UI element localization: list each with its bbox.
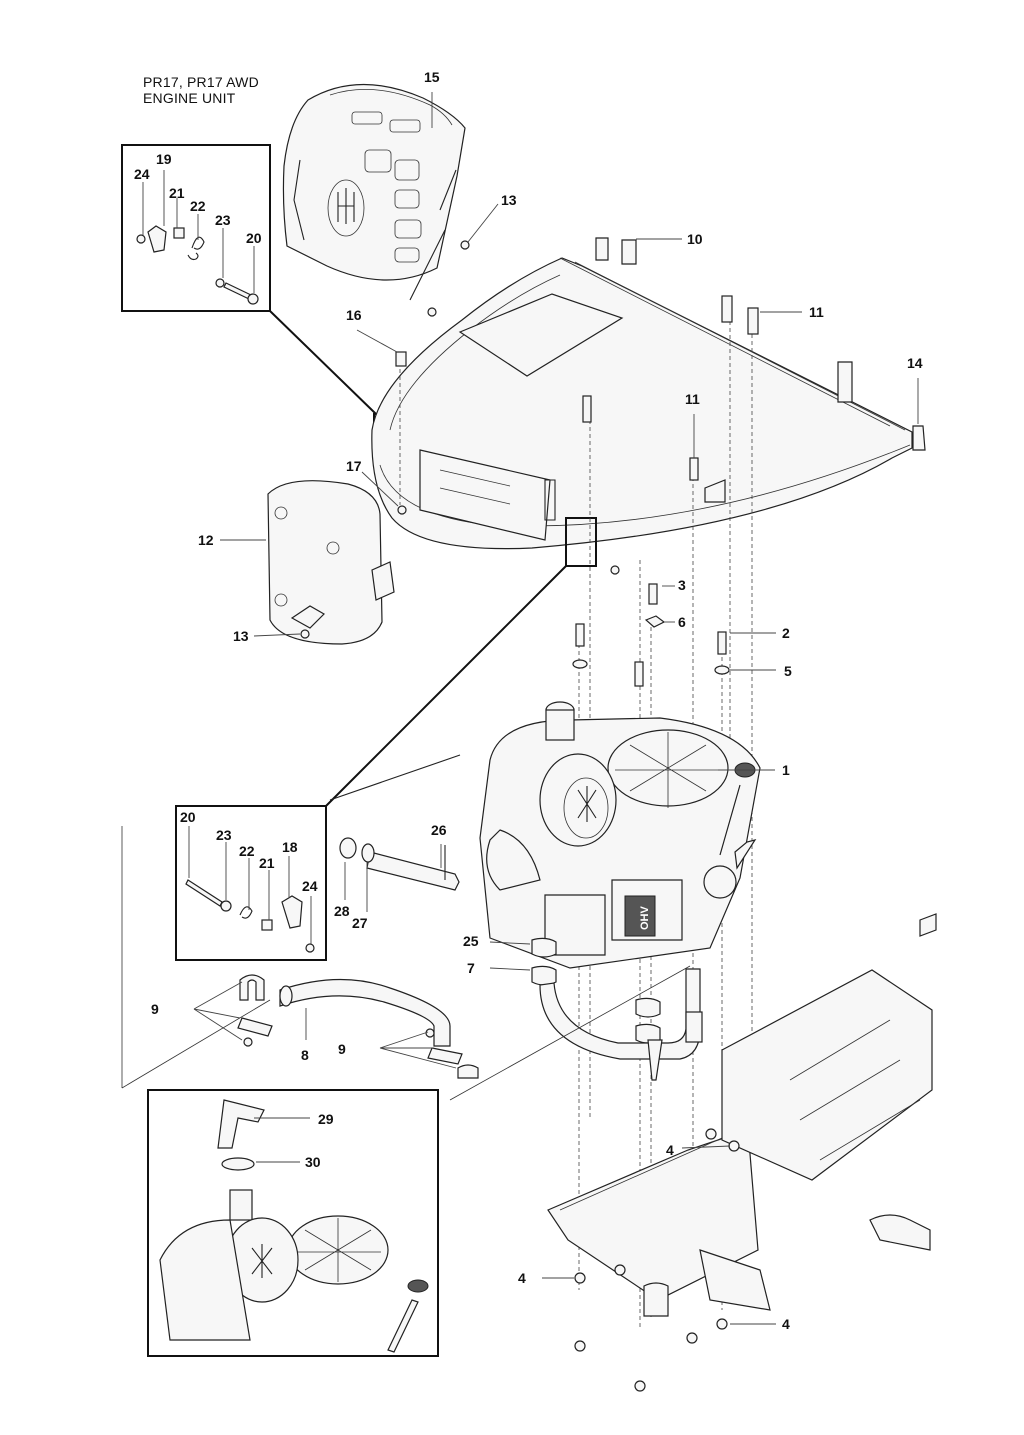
callout-30: 30 [305, 1154, 321, 1170]
callout-11-top: 11 [809, 304, 824, 320]
callout-4-top: 4 [666, 1142, 674, 1158]
callout-25: 25 [463, 933, 479, 949]
diagram-title-line2: ENGINE UNIT [143, 90, 236, 106]
callout-9-right: 9 [338, 1041, 346, 1057]
callout-21-mid: 21 [259, 855, 275, 871]
muffler-part-12 [253, 480, 395, 645]
callout-15: 15 [424, 69, 440, 85]
callout-20-top: 20 [246, 230, 262, 246]
callout-20-mid: 20 [180, 809, 196, 825]
lower-chassis [542, 913, 937, 1392]
callout-22-mid: 22 [239, 843, 255, 859]
callout-27: 27 [352, 915, 368, 931]
leaders-top-right [220, 238, 919, 541]
callout-7: 7 [467, 960, 475, 976]
inset-detail-middle [175, 805, 327, 961]
hardware-bolts-washers [572, 583, 776, 687]
callout-5: 5 [784, 663, 792, 679]
callout-23-mid: 23 [216, 827, 232, 843]
callout-21-top: 21 [169, 185, 185, 201]
callout-2: 2 [782, 625, 790, 641]
callout-18: 18 [282, 839, 298, 855]
callout-22-top: 22 [190, 198, 206, 214]
dashboard-panel-part-15 [282, 83, 499, 317]
callout-16: 16 [346, 307, 362, 323]
diagram-title-line1: PR17, PR17 AWD [143, 74, 259, 90]
diagram-title: PR17, PR17 AWD ENGINE UNIT [143, 74, 259, 106]
callout-6: 6 [678, 614, 686, 630]
ohv-label: OHV [639, 906, 651, 931]
callout-11-mid: 11 [685, 391, 700, 407]
callout-26: 26 [431, 822, 447, 838]
exhaust-pipe-assembly [489, 937, 703, 1081]
callout-8: 8 [301, 1047, 309, 1063]
callout-1: 1 [782, 762, 790, 778]
callout-14: 14 [907, 355, 923, 371]
callout-4-left: 4 [518, 1270, 526, 1286]
callout-13-top: 13 [501, 192, 517, 208]
intake-tube-part-26 [329, 754, 461, 912]
callout-23-top: 23 [215, 212, 231, 228]
callout-9-left: 9 [151, 1001, 159, 1017]
callout-10: 10 [687, 231, 703, 247]
callout-4-right: 4 [782, 1316, 790, 1332]
callout-29: 29 [318, 1111, 334, 1127]
callout-24-top: 24 [134, 166, 150, 182]
callout-19: 19 [156, 151, 172, 167]
engine-part-1: OHV [479, 701, 775, 969]
callout-3: 3 [678, 577, 686, 593]
callout-13-mid: 13 [233, 628, 249, 644]
chassis-frame [325, 237, 926, 1330]
callout-28: 28 [334, 903, 350, 919]
callout-12: 12 [198, 532, 214, 548]
callout-24-mid: 24 [302, 878, 318, 894]
hose-and-clamps [121, 826, 691, 1101]
inset-detail-bottom [147, 1089, 439, 1357]
callout-labels: 15 19 24 21 22 23 20 13 10 11 16 14 11 1… [134, 69, 923, 1332]
inset-detail-top [121, 144, 424, 445]
callout-17: 17 [346, 458, 362, 474]
